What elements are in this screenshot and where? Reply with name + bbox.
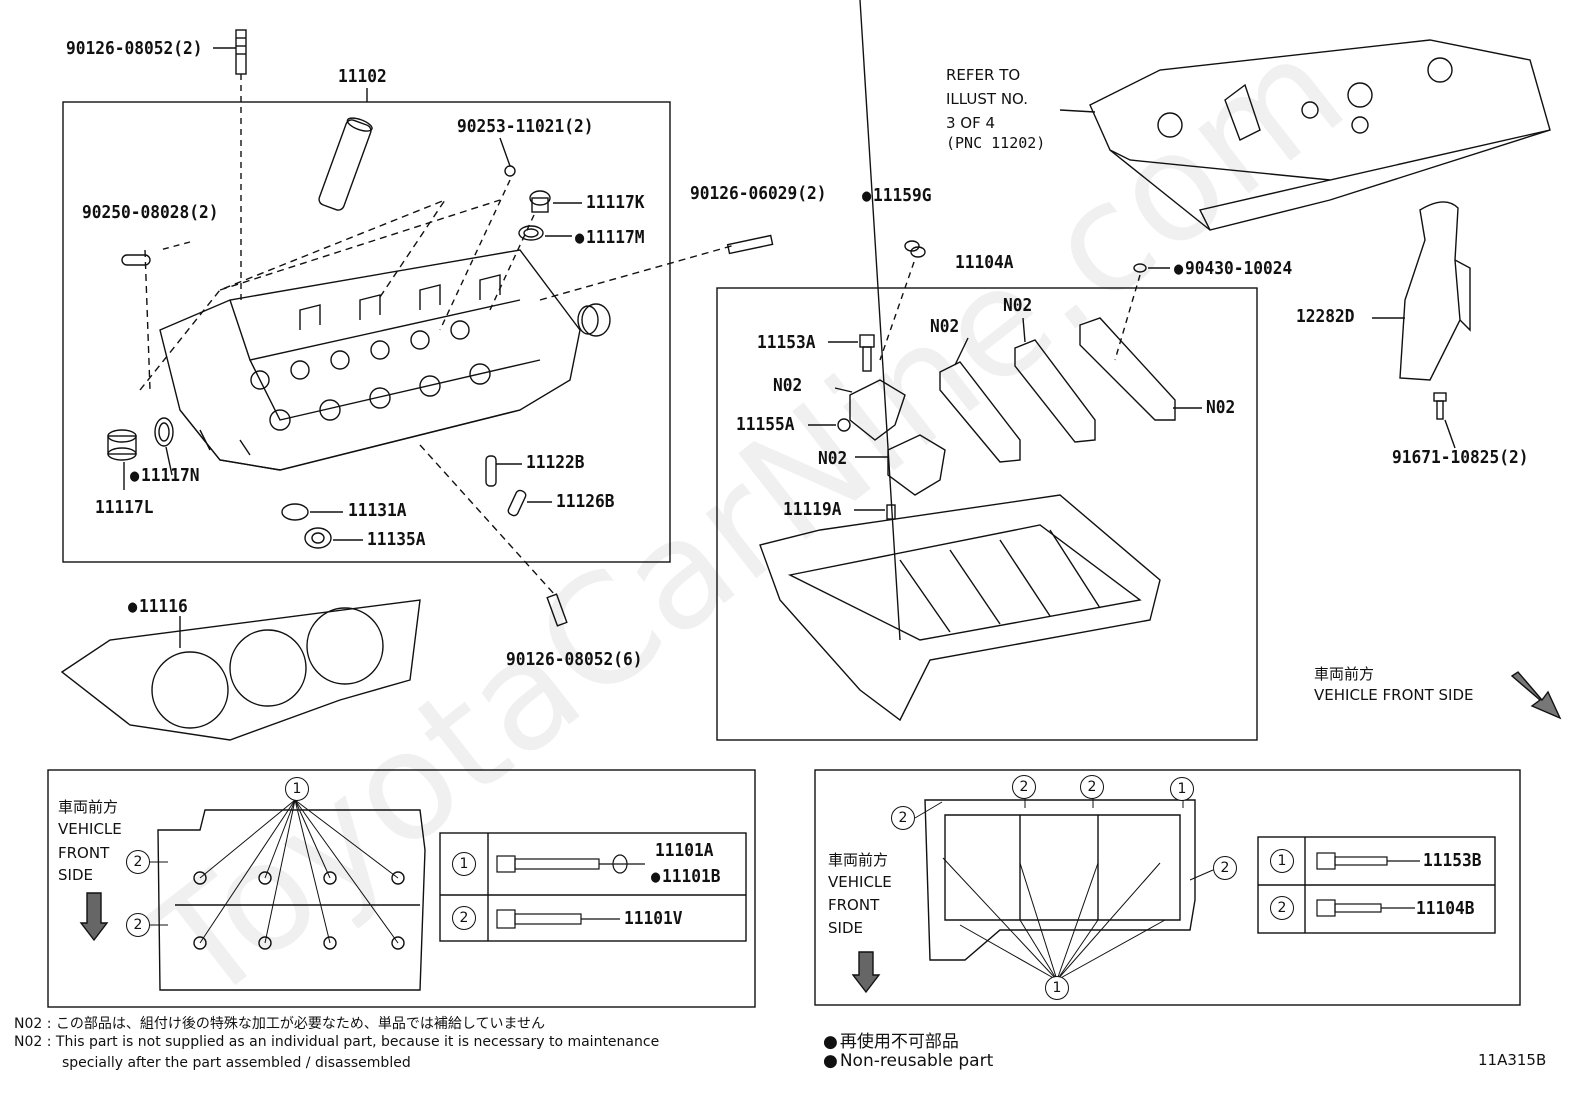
label-11104A: 11104A	[955, 252, 1014, 273]
refer-note-line-4: (PNC 11202)	[946, 134, 1046, 152]
callout-1-right-b: 1	[1045, 976, 1069, 1000]
head-bolt-order-box	[47, 769, 756, 1008]
front-side-right-line-2: FRONT	[828, 896, 880, 914]
diagram-code: 11A315B	[1478, 1051, 1547, 1069]
left-table-num-2: 2	[452, 906, 476, 930]
bearing-cap-group-box	[716, 287, 1258, 741]
cylinder-head	[159, 249, 581, 471]
label-n02-b: N02	[930, 316, 960, 337]
front-side-left-line-1: VEHICLE	[58, 820, 122, 838]
note-en-line-2: specially after the part assembled / dis…	[62, 1055, 411, 1071]
callout-1-right-a: 1	[1170, 777, 1194, 801]
callout-2-right-b: 2	[1012, 775, 1036, 799]
chain-guide	[1399, 201, 1461, 381]
label-90250-08028: 90250-08028(2)	[82, 202, 219, 223]
label-11119A: 11119A	[783, 499, 842, 520]
label-11153A: 11153A	[757, 332, 816, 353]
bearing-cap-1	[849, 379, 906, 441]
stud-top	[235, 29, 247, 75]
head-bolt-plan	[150, 799, 426, 991]
table-bolts	[496, 852, 1420, 929]
label-90126-08052-6: 90126-08052(6)	[506, 649, 643, 670]
callout-2-right-d: 2	[1213, 856, 1237, 880]
callout-2-left-plan-a: 2	[126, 850, 150, 874]
dowel-pin	[121, 254, 151, 266]
front-side-left-line-3: SIDE	[58, 866, 93, 884]
label-11131A: 11131A	[348, 500, 407, 521]
label-12282D: 12282D	[1296, 306, 1355, 327]
bearing-cap-2	[887, 434, 946, 496]
cam-cover-reference	[1089, 39, 1551, 231]
ladder-frame	[759, 0, 1161, 722]
callout-2-left-plan-b: 2	[126, 913, 150, 937]
left-table-part-11101V: 11101V	[624, 908, 683, 929]
legend-jp: 再使用不可部品	[823, 1027, 959, 1052]
right-table-num-1: 1	[1270, 849, 1294, 873]
right-table-part-11104B: 11104B	[1416, 898, 1475, 919]
left-table-num-1: 1	[452, 852, 476, 876]
label-90126-06029: 90126-06029(2)	[690, 183, 827, 204]
front-side-jp-right: 車両前方	[828, 851, 889, 869]
label-n02-e: N02	[818, 448, 848, 469]
right-table-num-2: 2	[1270, 896, 1294, 920]
left-table-part-11101A: 11101A	[655, 840, 714, 861]
callout-2-right-a: 2	[891, 806, 915, 830]
bearing-cap-3	[939, 361, 1021, 463]
label-11155A: 11155A	[736, 414, 795, 435]
callout-2-right-c: 2	[1080, 775, 1104, 799]
front-side-en-top: VEHICLE FRONT SIDE	[1314, 686, 1474, 704]
callout-1-left-plan: 1	[285, 777, 309, 801]
label-90430-10024: 90430-10024	[1174, 258, 1292, 279]
label-90253-11021: 90253-11021(2)	[457, 116, 594, 137]
head-gasket	[60, 599, 421, 741]
label-11122B: 11122B	[526, 452, 585, 473]
note-jp: N02 : この部品は、組付け後の特殊な加工が必要なため、単品では補給していませ…	[14, 1016, 546, 1032]
refer-note-line-1: REFER TO	[946, 66, 1021, 84]
label-90126-08052-2: 90126-08052(2)	[66, 38, 203, 59]
bearing-cap-4	[1014, 339, 1096, 443]
label-n02-d: N02	[1206, 397, 1236, 418]
note-en-line-1: N02 : This part is not supplied as an in…	[14, 1034, 660, 1050]
label-11126B: 11126B	[556, 491, 615, 512]
label-11135A: 11135A	[367, 529, 426, 550]
refer-note-line-3: 3 OF 4	[946, 114, 996, 132]
cap-bolt-plan	[914, 798, 1214, 981]
label-11117M: 11117M	[575, 227, 645, 248]
label-11117N: 11117N	[130, 465, 200, 486]
front-side-jp-top: 車両前方	[1314, 665, 1375, 683]
front-side-right-line-3: SIDE	[828, 919, 863, 937]
label-11102: 11102	[338, 66, 387, 87]
oil-pipe	[318, 117, 373, 211]
right-table-part-11153B: 11153B	[1423, 850, 1482, 871]
legend-en: Non-reusable part	[823, 1051, 993, 1071]
label-11159G: 11159G	[862, 185, 932, 206]
front-side-jp-left: 車両前方	[58, 798, 119, 816]
left-table-part-11101B: 11101B	[651, 866, 721, 887]
label-11117K: 11117K	[586, 192, 645, 213]
label-91671-10825: 91671-10825(2)	[1392, 447, 1529, 468]
label-11117L: 11117L	[95, 497, 154, 518]
bearing-cap-5	[1079, 317, 1176, 421]
front-side-right-line-1: VEHICLE	[828, 873, 892, 891]
label-11116: 11116	[128, 596, 188, 617]
refer-note-line-2: ILLUST NO.	[946, 90, 1029, 108]
cap-bolt-order-box	[814, 769, 1521, 1006]
label-n02-a: N02	[773, 375, 803, 396]
front-side-left-line-2: FRONT	[58, 844, 110, 862]
label-n02-c: N02	[1003, 295, 1033, 316]
